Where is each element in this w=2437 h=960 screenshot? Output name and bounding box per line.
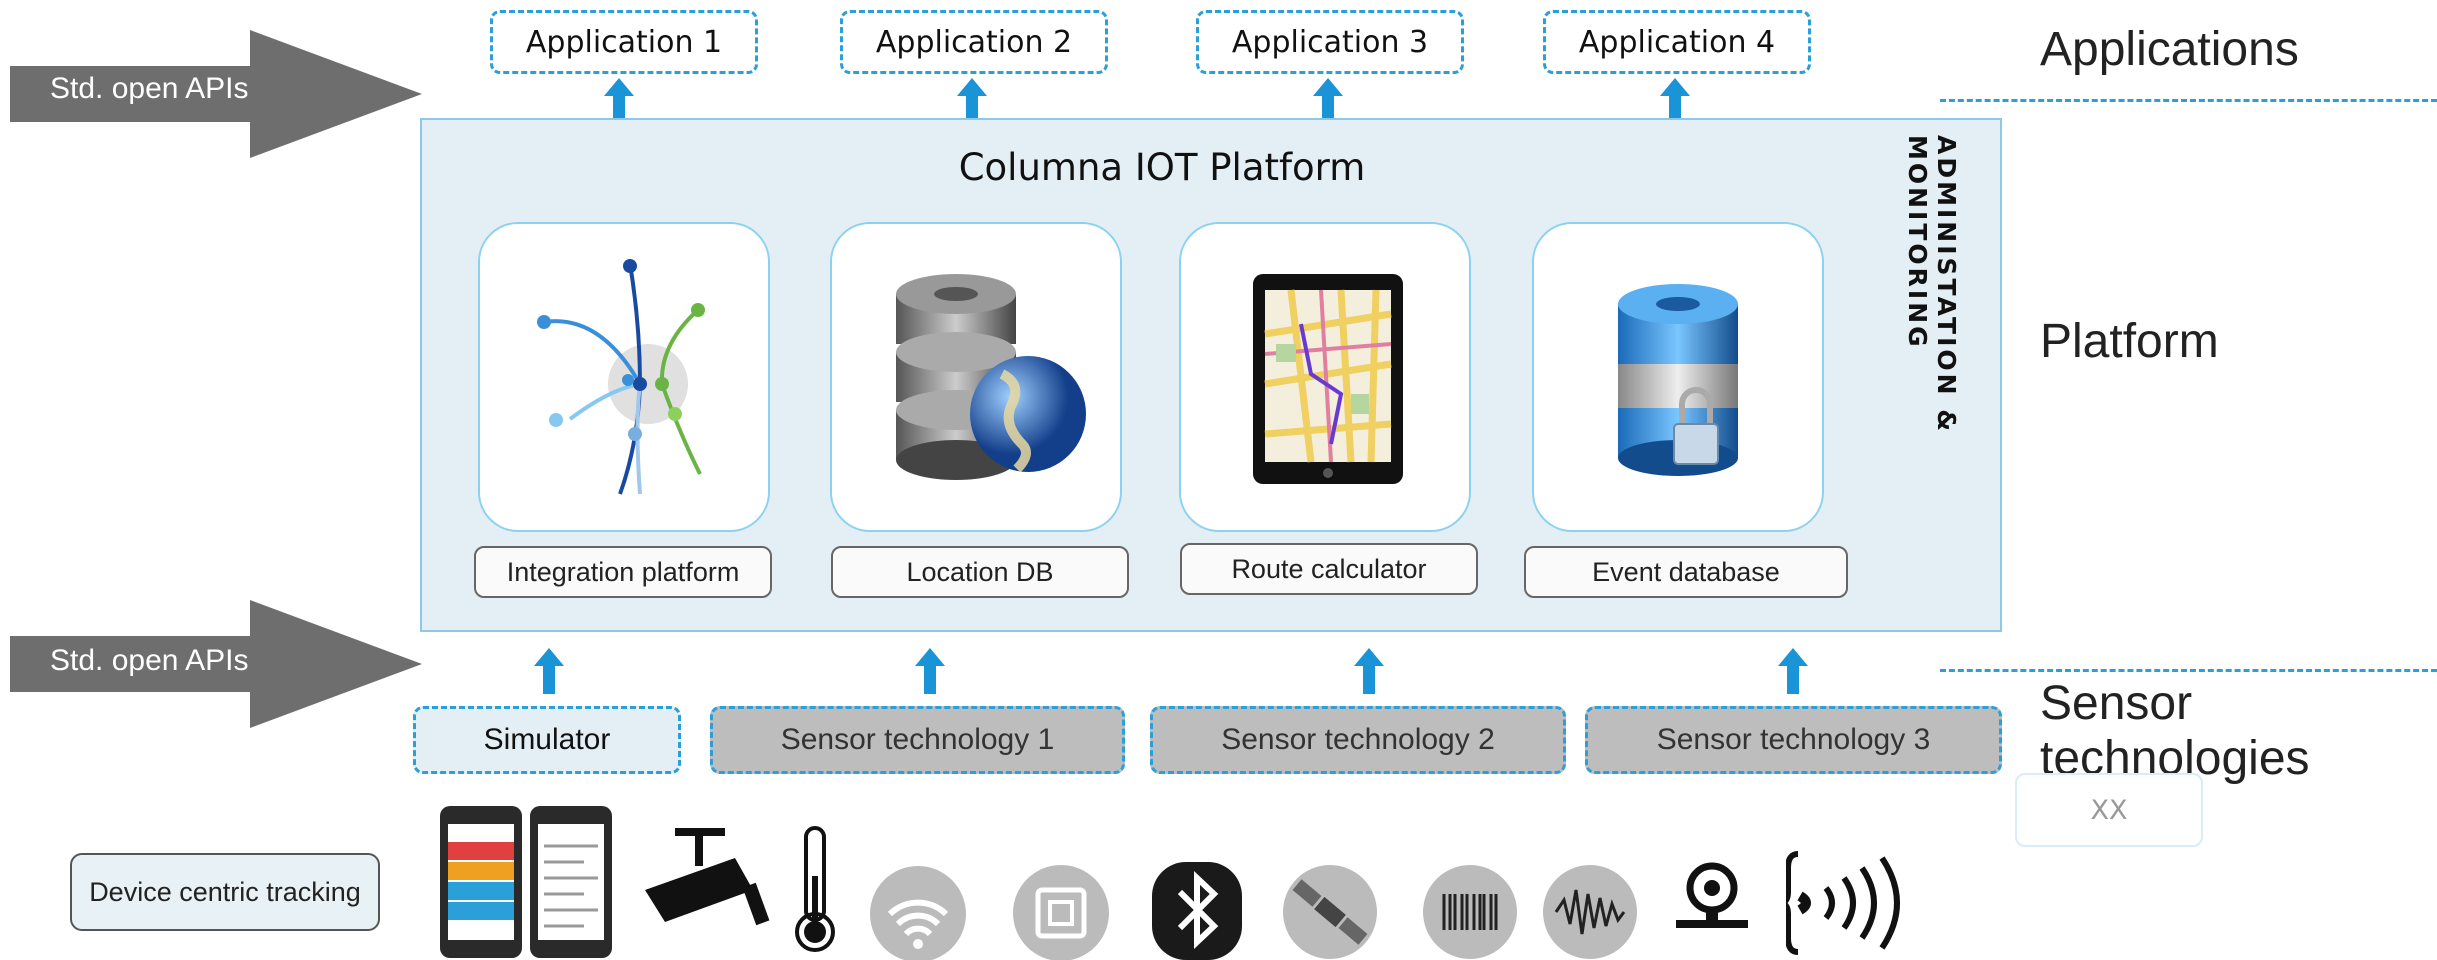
up-arrow-icon xyxy=(915,648,945,694)
placeholder-box: XX xyxy=(2015,773,2203,847)
application-4-box[interactable]: Application 4 xyxy=(1543,10,1811,74)
waveform-icon xyxy=(1543,865,1637,959)
layer-label-sensors: Sensor technologies xyxy=(2040,677,2310,785)
network-graph-icon xyxy=(537,259,705,495)
barcode-icon xyxy=(1423,865,1517,959)
satellite-icon xyxy=(1283,865,1377,959)
location-db-label: Location DB xyxy=(831,546,1129,598)
application-3-box[interactable]: Application 3 xyxy=(1196,10,1464,74)
security-camera-icon xyxy=(645,828,770,926)
up-arrow-icon xyxy=(1354,648,1384,694)
smartphone-icon xyxy=(440,806,522,958)
admin-monitoring-label: ADMINISTATION & MONITORING xyxy=(1903,135,1961,435)
layer-divider xyxy=(1940,99,2437,102)
up-arrow-icon xyxy=(1778,648,1808,694)
up-arrow-icon xyxy=(1660,78,1690,124)
api-arrow-top-label: Std. open APIs xyxy=(50,72,249,105)
platform-title: Columna IOT Platform xyxy=(958,146,1366,189)
bluetooth-icon xyxy=(1152,862,1242,960)
up-arrow-icon xyxy=(604,78,634,124)
up-arrow-icon xyxy=(1313,78,1343,124)
api-arrow-top xyxy=(10,30,422,158)
route-calculator-card[interactable] xyxy=(1179,222,1471,532)
tablet-map-icon xyxy=(1253,274,1403,484)
up-arrow-icon xyxy=(534,648,564,694)
application-2-box[interactable]: Application 2 xyxy=(840,10,1108,74)
sensor-technology-3-box[interactable]: Sensor technology 3 xyxy=(1585,706,2002,774)
wifi-icon xyxy=(870,866,966,960)
webcam-icon xyxy=(1676,862,1748,928)
event-database-card[interactable] xyxy=(1532,222,1824,532)
integration-platform-card[interactable] xyxy=(478,222,770,532)
application-1-box[interactable]: Application 1 xyxy=(490,10,758,74)
api-arrow-bottom-label: Std. open APIs xyxy=(50,644,249,677)
nfc-chip-icon xyxy=(1013,865,1109,960)
simulator-box[interactable]: Simulator xyxy=(413,706,681,774)
location-db-card[interactable] xyxy=(830,222,1122,532)
smartphone-icon xyxy=(530,806,612,958)
layer-label-applications: Applications xyxy=(2040,23,2299,76)
sensor-technology-1-box[interactable]: Sensor technology 1 xyxy=(710,706,1125,774)
database-globe-icon xyxy=(896,274,1086,480)
event-database-label: Event database xyxy=(1524,546,1848,598)
layer-divider xyxy=(1940,669,2437,672)
database-lock-icon xyxy=(1618,284,1738,476)
rfid-signal-icon xyxy=(1786,851,1900,955)
device-centric-tracking-box[interactable]: Device centric tracking xyxy=(70,853,380,931)
integration-platform-label: Integration platform xyxy=(474,546,772,598)
route-calculator-label: Route calculator xyxy=(1180,543,1478,595)
sensor-technology-2-box[interactable]: Sensor technology 2 xyxy=(1150,706,1566,774)
up-arrow-icon xyxy=(957,78,987,124)
api-arrow-bottom xyxy=(10,600,422,728)
thermometer-icon xyxy=(795,826,835,952)
layer-label-platform: Platform xyxy=(2040,315,2219,368)
